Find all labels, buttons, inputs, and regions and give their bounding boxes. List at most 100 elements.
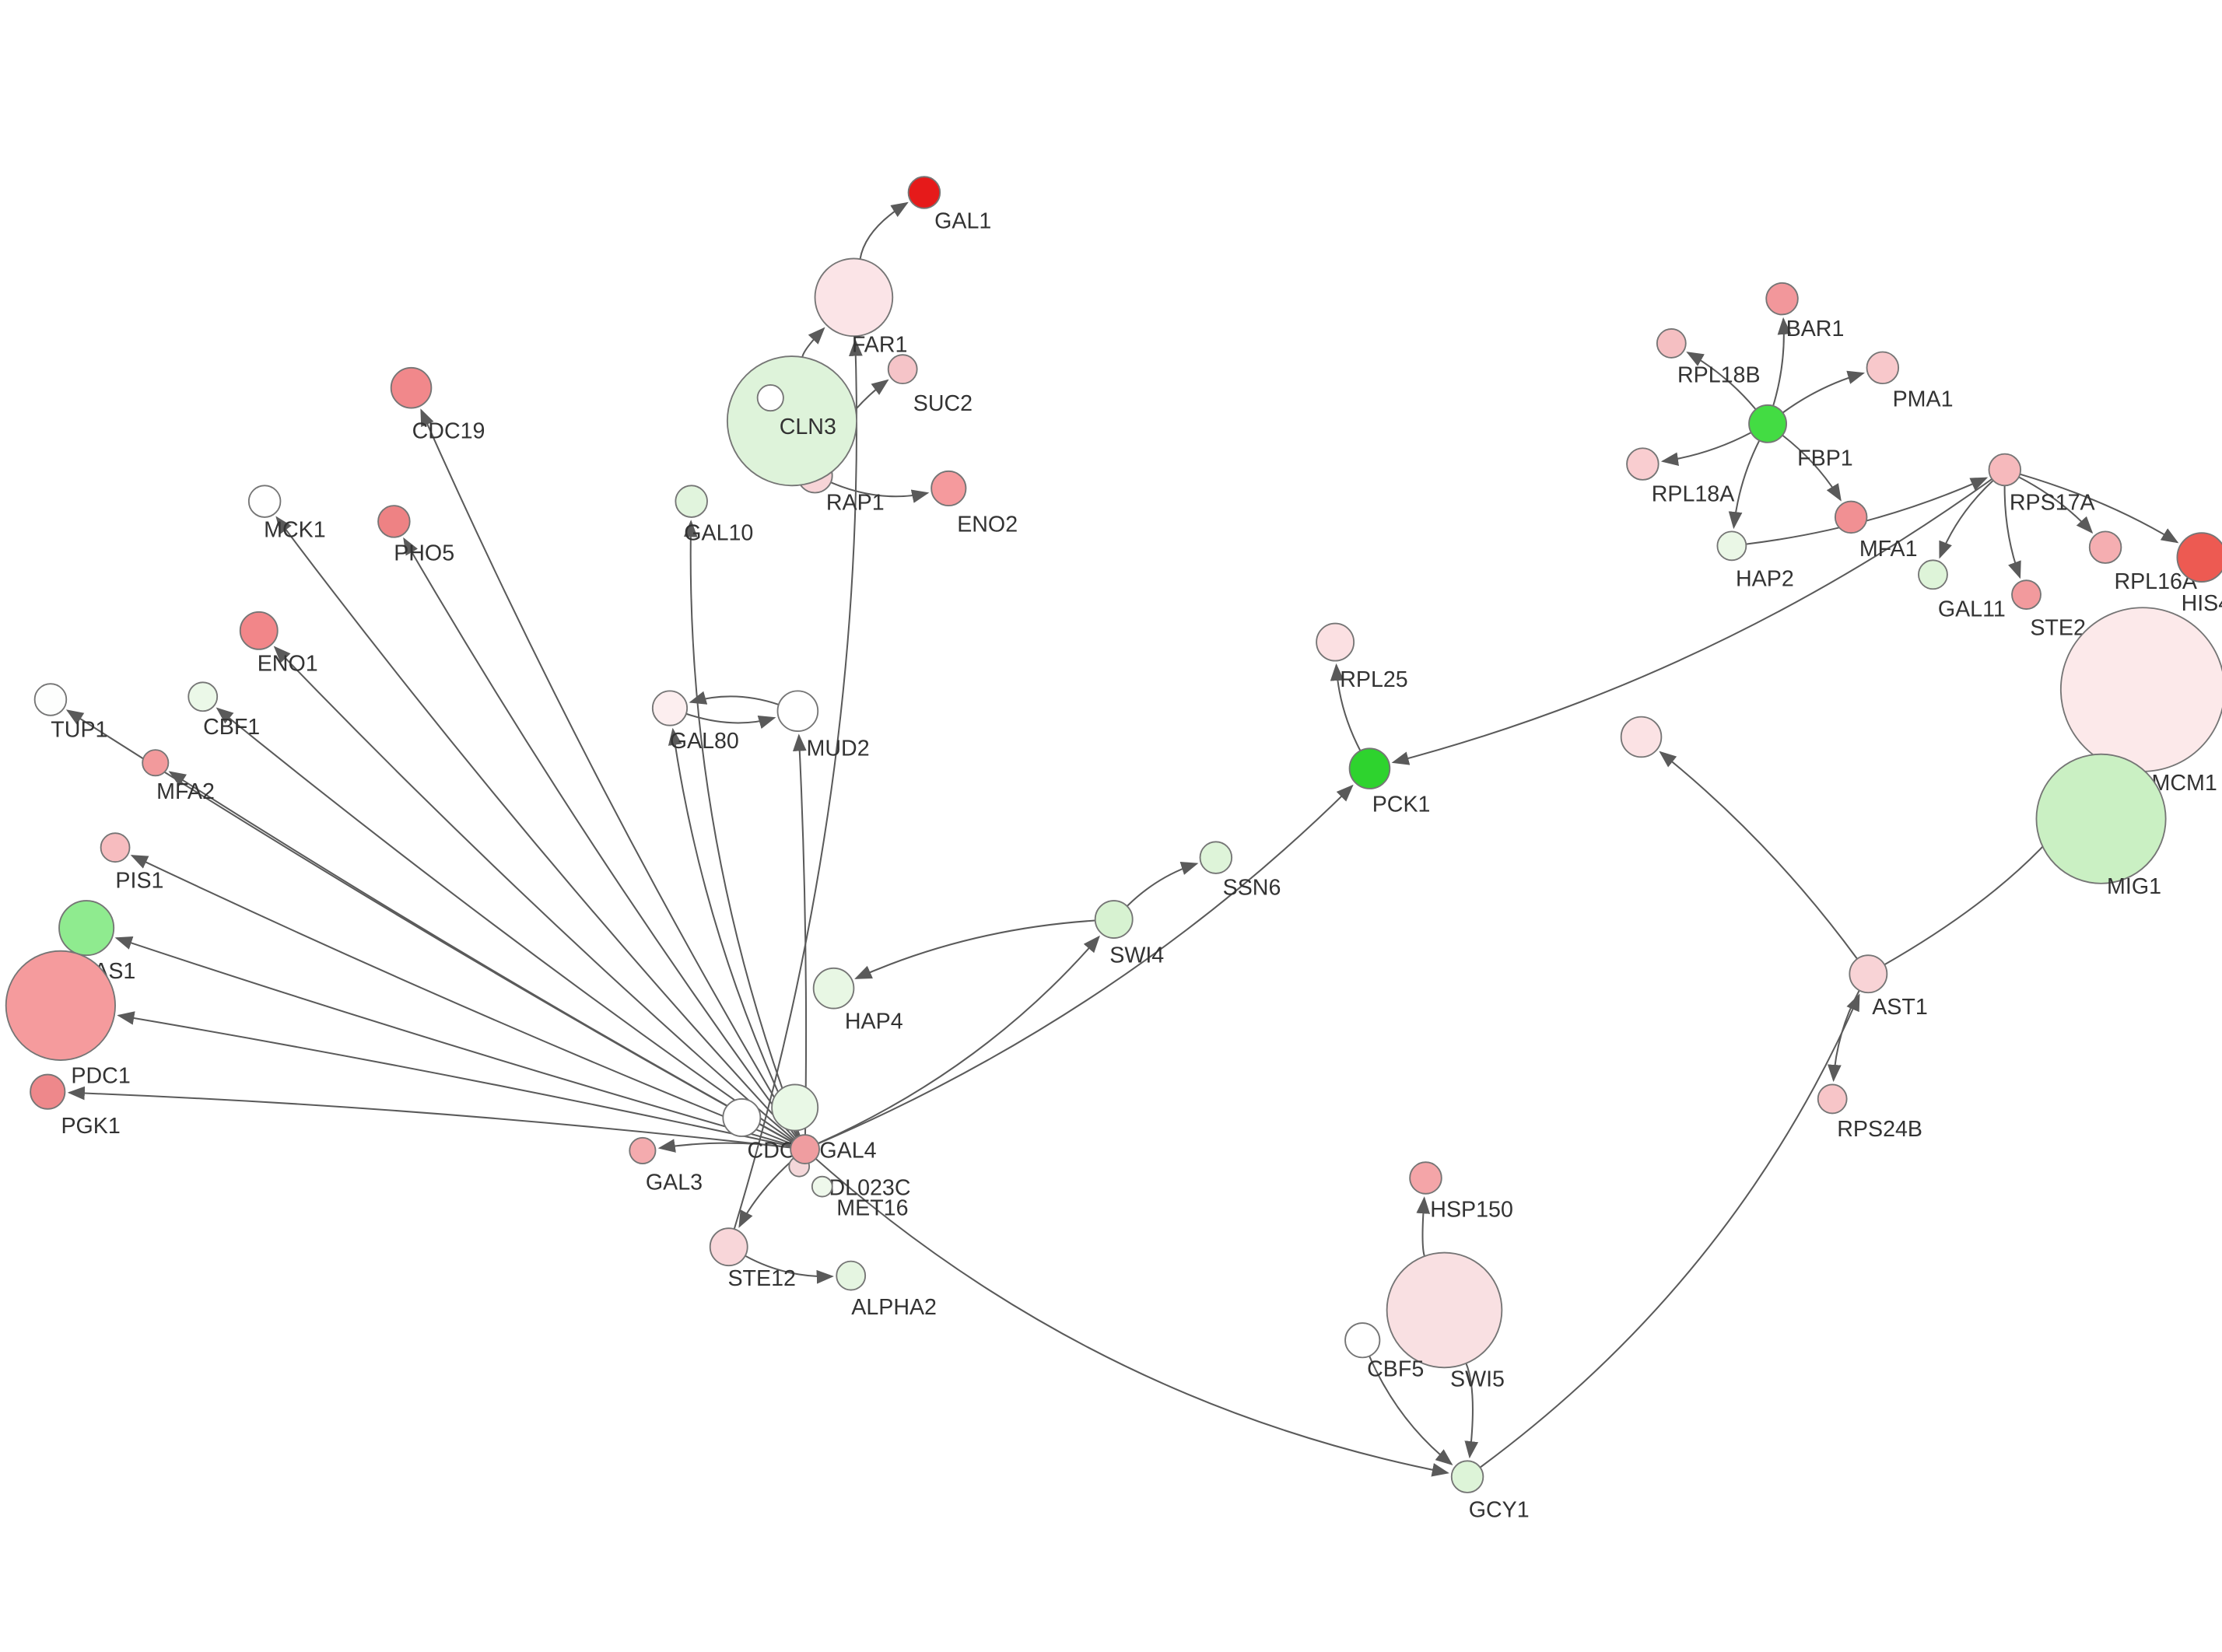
edge-RPS17A-HIS4[interactable] — [2020, 473, 2179, 544]
node-ALPHA2[interactable] — [836, 1260, 867, 1291]
node-GAL1[interactable] — [907, 176, 941, 209]
edge-RPS17A-RPL16A[interactable] — [2018, 476, 2094, 534]
node-RPL25[interactable] — [1316, 622, 1355, 662]
edge-PCK1-RPL25[interactable] — [1330, 663, 1362, 751]
node-PDC1[interactable] — [5, 950, 116, 1061]
edge-FBP1-RPL18B[interactable] — [1686, 352, 1757, 411]
node-SUC2[interactable] — [887, 354, 918, 385]
edge-GAL4-PGK1[interactable] — [67, 1086, 791, 1149]
node-HAP2[interactable] — [1716, 530, 1747, 562]
node-CDC6[interactable] — [722, 1097, 762, 1137]
edge-GCY1-AST1[interactable] — [1479, 993, 1860, 1468]
node-RPL18A[interactable] — [1626, 447, 1659, 481]
node-BAR1[interactable] — [1765, 282, 1799, 316]
node-CDC19[interactable] — [390, 366, 433, 409]
node-CBF1[interactable] — [188, 681, 219, 712]
edge-STE12-ALPHA2[interactable] — [745, 1255, 834, 1284]
edge-GAL4-STE12[interactable] — [738, 1157, 795, 1228]
edge-GAL4-PIS1[interactable] — [130, 855, 792, 1145]
node-MIG1[interactable] — [2035, 753, 2167, 884]
node-u3[interactable] — [1620, 716, 1663, 758]
node-HSP150[interactable] — [1409, 1161, 1442, 1195]
node-MCK1[interactable] — [247, 485, 282, 518]
node-CBF5[interactable] — [1344, 1322, 1381, 1359]
node-GAL80[interactable] — [651, 690, 689, 726]
node-TUP1[interactable] — [33, 683, 68, 716]
edge-GAL4-GAL80[interactable] — [668, 727, 800, 1137]
node-GCY1[interactable] — [1450, 1460, 1484, 1493]
edge-FBP1-MFA1[interactable] — [1782, 434, 1842, 502]
node-PIS1[interactable] — [100, 832, 131, 863]
node-RPL16A[interactable] — [2088, 530, 2122, 564]
node-HAP4[interactable] — [812, 967, 855, 1010]
node-PCK1[interactable] — [1348, 747, 1391, 789]
node-FAR1[interactable] — [814, 257, 894, 338]
edge-GAL4-MCK1[interactable] — [275, 516, 796, 1139]
edge-FBP1-PMA1[interactable] — [1782, 370, 1866, 414]
node-MFA2[interactable] — [142, 749, 170, 777]
node-PGK1[interactable] — [30, 1073, 66, 1110]
edge-STE12-FAR1[interactable] — [733, 338, 863, 1230]
edge-CLN3-FAR1[interactable] — [801, 327, 825, 358]
node-ENO1[interactable] — [239, 611, 279, 650]
edge-GAL4-PDC1[interactable] — [117, 1011, 791, 1147]
node-ENO2[interactable] — [931, 470, 967, 507]
edge-FBP1-BAR1[interactable] — [1772, 317, 1792, 407]
node-SWI5[interactable] — [1386, 1251, 1503, 1369]
node-FBP1[interactable] — [1748, 404, 1787, 443]
edge-GAL80-MUD2[interactable] — [685, 712, 776, 730]
edge-GAL4-SWI4[interactable] — [817, 935, 1100, 1144]
edge-GAL4-PHO5[interactable] — [403, 537, 797, 1139]
edge-SWI4-HAP4[interactable] — [854, 919, 1095, 979]
node-PMA1[interactable] — [1866, 351, 1900, 385]
node-RPS17A[interactable] — [1988, 453, 2022, 487]
node-STE12[interactable] — [709, 1227, 748, 1267]
edge-RPS17A-PCK1[interactable] — [1391, 478, 1992, 765]
edge-HAP2-RPS17A[interactable] — [1746, 477, 1989, 545]
node-PHO5[interactable] — [377, 505, 411, 538]
edge-GAL4-MFA2[interactable] — [168, 771, 794, 1143]
node-RAS1[interactable] — [58, 900, 115, 957]
edge-SWI5-HSP150[interactable] — [1416, 1196, 1431, 1257]
node-GAL10[interactable] — [675, 485, 708, 518]
edge-FAR1-GAL1[interactable] — [859, 201, 909, 260]
node-u1[interactable] — [756, 384, 784, 412]
edge-FBP1-RPL18A[interactable] — [1660, 432, 1752, 467]
edge-GAL4-GAL10[interactable] — [683, 520, 801, 1136]
node-CLN3[interactable] — [726, 355, 858, 487]
edge-FBP1-HAP2[interactable] — [1728, 439, 1761, 530]
node-u2[interactable] — [771, 1083, 819, 1132]
edge-GAL4-PCK1[interactable] — [818, 784, 1354, 1145]
edge-SWI4-SSN6[interactable] — [1126, 861, 1199, 907]
node-SSN6[interactable] — [1199, 841, 1233, 874]
node-HIS4[interactable] — [2176, 532, 2222, 583]
node-MFA1[interactable] — [1834, 500, 1868, 534]
node-SWI4[interactable] — [1094, 900, 1134, 939]
node-GAL3[interactable] — [629, 1136, 657, 1164]
edge-RPS17A-STE2[interactable] — [2003, 485, 2021, 579]
node-RPL18B[interactable] — [1656, 328, 1687, 359]
node-MUD2[interactable] — [776, 690, 819, 733]
node-GAL11[interactable] — [1918, 559, 1948, 590]
edge-GAL4-RAS1[interactable] — [114, 936, 792, 1146]
node-RPS24B[interactable] — [1817, 1083, 1848, 1115]
edge-RAP1-ENO2[interactable] — [830, 481, 930, 503]
edge-GAL4-CDC19[interactable] — [420, 408, 799, 1138]
node-MET16[interactable] — [811, 1175, 833, 1198]
edge-CBF5-GCY1[interactable] — [1369, 1356, 1453, 1465]
node-STE2[interactable] — [2011, 579, 2042, 611]
edge-GAL4-GCY1[interactable] — [815, 1157, 1449, 1477]
edge-GAL4-MUD2[interactable] — [792, 733, 808, 1136]
edge-GAL4-ENO1[interactable] — [273, 646, 795, 1141]
edge-MUD2-GAL80[interactable] — [689, 691, 780, 705]
edge-GAL4-GAL3[interactable] — [657, 1139, 791, 1153]
edge-AST1-u3[interactable] — [1659, 751, 1858, 960]
edge-SWI5-GCY1[interactable] — [1464, 1363, 1479, 1459]
node-AST1[interactable] — [1849, 954, 1888, 994]
edge-RPS17A-GAL11[interactable] — [1939, 480, 1994, 559]
node-GAL4[interactable] — [790, 1134, 820, 1164]
node-MCM1[interactable] — [2059, 607, 2222, 772]
edge-GAL4-CBF1[interactable] — [216, 707, 794, 1142]
